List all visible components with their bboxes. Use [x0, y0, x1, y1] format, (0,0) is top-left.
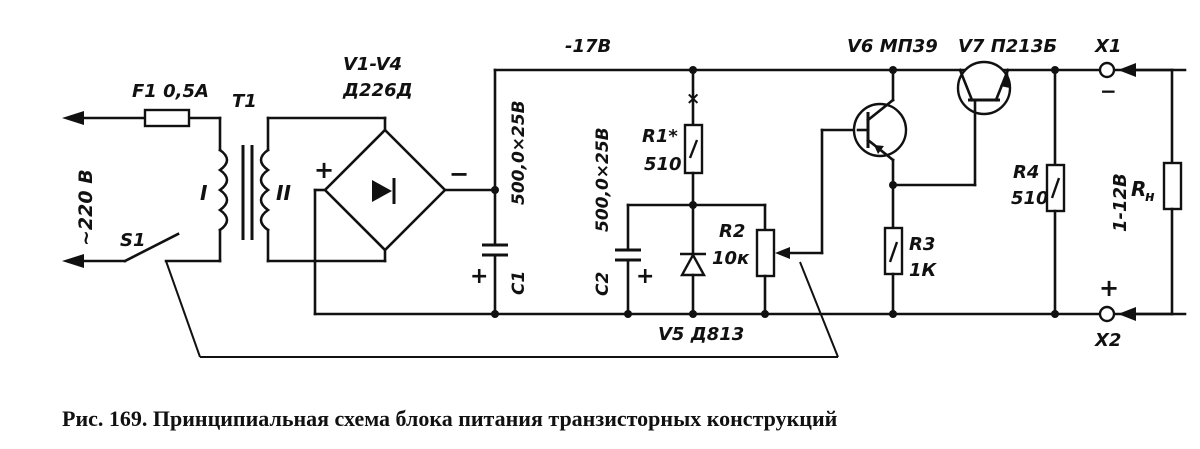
label-x2-sign: + — [1099, 274, 1119, 302]
label-winding-1: I — [200, 181, 208, 205]
label-x1-sign: − — [1100, 79, 1117, 103]
label-c2-name: C2 — [593, 272, 613, 296]
label-minus17: -17В — [565, 36, 611, 57]
switch-s1 — [123, 232, 222, 358]
label-r3-value: 1К — [909, 260, 938, 281]
label-c2-plus: + — [636, 264, 654, 289]
label-c1-name: C1 — [509, 271, 529, 295]
label-c2-value: 500,0×25В — [593, 127, 613, 232]
label-rn: R — [1131, 177, 1146, 201]
label-r4-name: R4 — [1013, 162, 1039, 183]
terminal-x2 — [1098, 305, 1174, 323]
label-r4-value: 510 — [1011, 188, 1049, 209]
label-d226: Д226Д — [342, 80, 413, 101]
label-x2: X2 — [1094, 330, 1121, 351]
label-c1-plus: + — [470, 264, 488, 289]
label-rn-sub: н — [1145, 189, 1155, 205]
transistor-v6 — [852, 66, 908, 230]
figure-caption: Рис. 169. Принципиальная схема блока пит… — [62, 406, 838, 431]
label-r1-mark: × — [686, 89, 700, 109]
label-v1v4: V1-V4 — [343, 54, 402, 75]
label-v7: V7 П213Б — [958, 36, 1057, 57]
label-c1-value: 500,0×25В — [509, 100, 529, 205]
label-r1-value: 510 — [644, 154, 682, 175]
diode-bridge-v1-v4 — [313, 128, 497, 316]
terminal-x1 — [1098, 61, 1174, 79]
label-r1-name: R1* — [642, 126, 678, 147]
label-bridge-plus: + — [314, 156, 334, 184]
label-output-range: 1-12В — [1110, 173, 1131, 232]
zener-v5 — [679, 252, 707, 318]
label-v5: V5 Д813 — [658, 324, 744, 345]
resistor-r1 — [683, 66, 704, 254]
potentiometer-r2 — [755, 128, 860, 358]
load-resistor-rn — [1162, 68, 1183, 316]
label-x1: X1 — [1094, 36, 1121, 57]
label-s1: S1 — [120, 230, 146, 251]
label-r2-value: 10к — [712, 248, 750, 269]
label-v6: V6 МП39 — [847, 36, 938, 57]
capacitor-c2 — [615, 203, 767, 318]
label-bridge-minus: − — [449, 160, 469, 188]
label-mains: ~220 В — [75, 169, 97, 246]
transformer-t1 — [217, 116, 271, 263]
label-f1: F1 0,5A — [132, 81, 209, 102]
resistor-r3 — [883, 226, 904, 318]
label-r3-name: R3 — [909, 234, 935, 255]
transistor-v7 — [891, 60, 1012, 187]
label-t1: T1 — [232, 91, 257, 112]
label-winding-2: II — [276, 181, 291, 205]
resistor-r4 — [1045, 66, 1066, 318]
label-r2-name: R2 — [719, 221, 745, 242]
fuse-f1 — [143, 108, 191, 128]
capacitor-c1 — [482, 243, 508, 318]
